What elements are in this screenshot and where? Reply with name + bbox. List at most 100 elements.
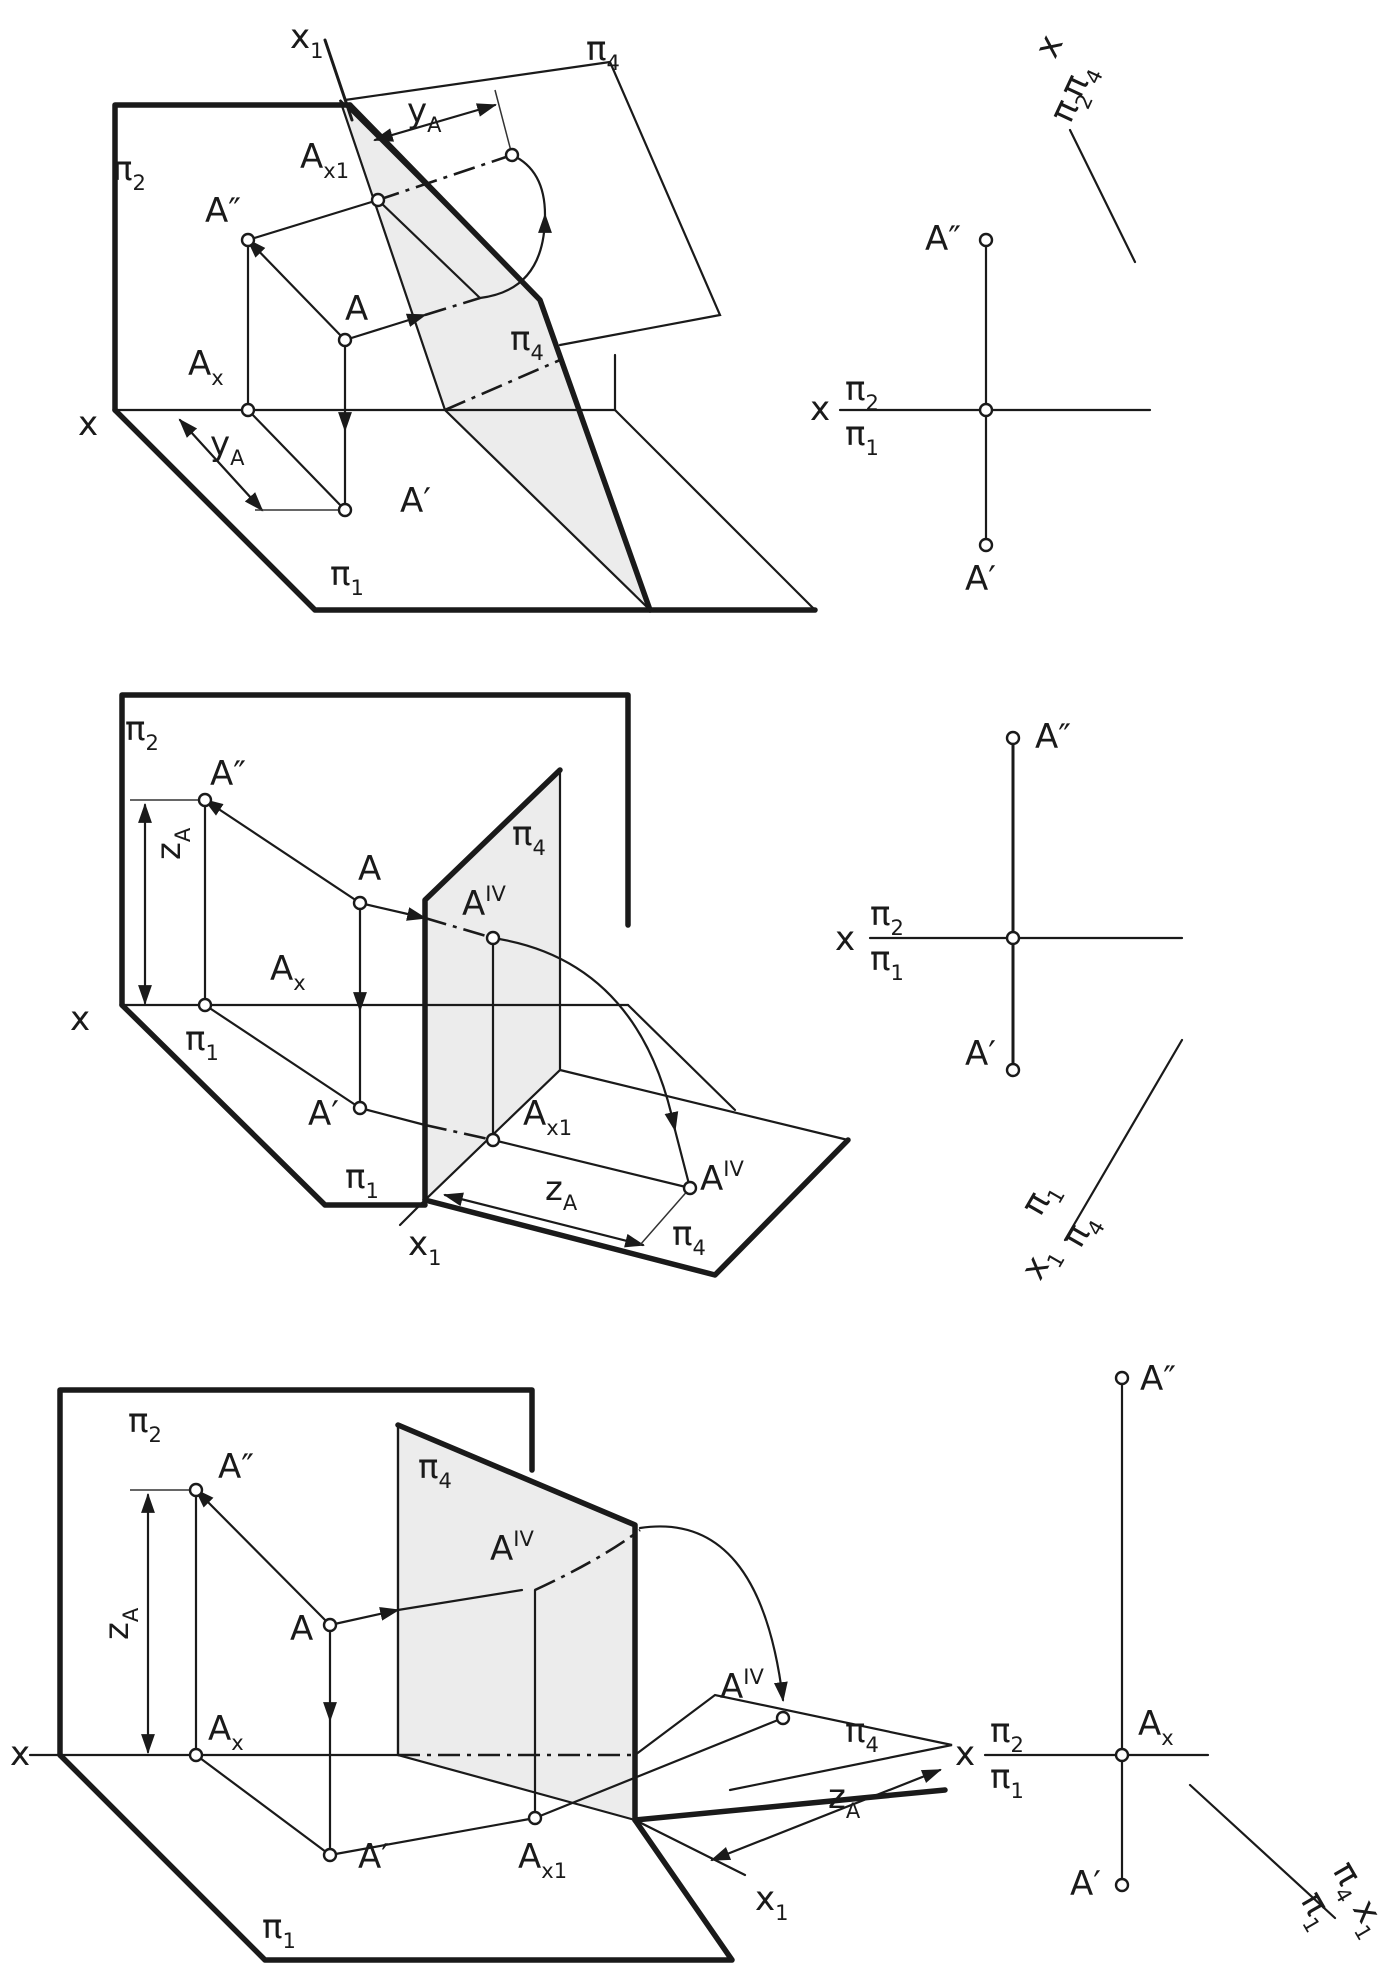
label-pi1: π1	[330, 554, 364, 600]
label-pi2: π2	[125, 709, 159, 755]
label-a1: A′	[308, 1094, 339, 1134]
rotation-arc-3-hidden	[534, 1528, 641, 1592]
point-a4-on-plane	[485, 930, 501, 946]
epure-2-point-ax	[1005, 930, 1021, 946]
label-a2: A″	[210, 754, 246, 794]
rotation-arc-2	[491, 936, 679, 1132]
epure-2-label-a2: A″	[1035, 717, 1071, 757]
ax1-to-a4-line	[377, 153, 513, 202]
point-a2	[240, 232, 256, 248]
epure-3-label-a1: A′	[1070, 1864, 1101, 1904]
label-a2: A″	[218, 1447, 254, 1487]
label-pi4-mid: π4	[510, 319, 544, 365]
point-ax	[188, 1747, 204, 1763]
ax-to-a1-line	[203, 1003, 362, 1110]
plane-pi1-front-edge	[57, 1752, 735, 1963]
label-ax1: Ax1	[300, 137, 349, 183]
plane-pi1-right-edge	[626, 1003, 737, 1112]
label-a4: AIV	[462, 882, 506, 924]
point-a1	[337, 502, 353, 518]
a-to-pi4-projector	[358, 901, 427, 921]
epure-1-label-pi1: π1	[845, 414, 879, 460]
plane-pi4-trace-thick	[347, 102, 653, 613]
label-x-axis: x	[70, 999, 90, 1039]
point-a4-rotated	[682, 1180, 698, 1196]
panel-1-spatial-view: x1 π4 yA π2 Ax1 A″ A π4 Ax x yA A′ π1	[78, 17, 818, 613]
epure-2-label-x1-rot: x1	[1013, 1237, 1070, 1289]
label-pi1: π1	[262, 1907, 296, 1953]
plane-pi2-outline	[119, 692, 631, 1008]
label-pi1-lower: π1	[345, 1157, 379, 1203]
a2-to-ax1-line	[246, 198, 380, 242]
label-zA-ground: zA	[545, 1169, 578, 1215]
epure-1-label-a2: A″	[925, 219, 961, 259]
point-a2	[197, 792, 213, 808]
plane-pi2-outline	[57, 1387, 535, 1758]
label-a: A	[290, 1609, 313, 1649]
axis-x1-line	[323, 38, 354, 122]
point-ax1	[485, 1132, 501, 1148]
label-pi2: π2	[112, 149, 146, 195]
epure-2-point-a2	[1005, 730, 1021, 746]
point-a	[322, 1617, 338, 1633]
epure-2-label-pi2: π2	[870, 894, 904, 940]
dimension-yA-top-ext	[494, 89, 513, 156]
epure-3-point-ax	[1114, 1747, 1130, 1763]
plane-pi4-outline	[343, 60, 722, 347]
epure-2-label-pi1-rot: π1	[1013, 1173, 1070, 1225]
axis-x1-stub	[398, 1198, 427, 1227]
label-pi4-top: π4	[512, 814, 546, 860]
point-ax1	[370, 192, 386, 208]
rotation-arc-3	[638, 1525, 788, 1702]
label-x-axis: x	[10, 1734, 30, 1774]
plane-pi4-ground	[633, 1693, 953, 1792]
label-ax1: Ax1	[518, 1837, 567, 1883]
panel-1-epure: A″ x π2 π1 A′ x π4 π2	[810, 29, 1152, 599]
ax1-to-pi4-line	[376, 198, 482, 300]
a-to-pi4-hidden	[424, 916, 494, 940]
a-to-a2-projector	[203, 798, 362, 905]
epure-2-label-a1: A′	[965, 1034, 996, 1074]
plane-pi4-shaded-section	[338, 99, 652, 611]
a-to-a4-line	[396, 1588, 524, 1612]
epure-1-label-a1: A′	[965, 559, 996, 599]
epure-3-label-x: x	[955, 1734, 975, 1774]
a-to-pi4-hidden	[424, 296, 481, 317]
rotation-arc-2-tail	[673, 1128, 692, 1190]
point-ax	[240, 402, 256, 418]
label-a4-rotated: AIV	[700, 1157, 744, 1199]
plane-pi4-thick-edge	[395, 1422, 638, 1823]
epure-1-label-pi2: π2	[845, 369, 879, 415]
epure-3-point-a2	[1114, 1370, 1130, 1386]
a1-to-ax1-hidden	[424, 1123, 494, 1142]
label-zA: zA	[149, 827, 195, 860]
rotation-arc-1b	[510, 153, 547, 217]
epure-2-label-pi1: π1	[870, 939, 904, 985]
epure-3-x1-axis	[1188, 1783, 1337, 1920]
label-x1-axis: x1	[290, 17, 324, 63]
point-a	[352, 895, 368, 911]
plane-pi2-outline	[112, 102, 353, 413]
a-to-a2-projector	[194, 1488, 332, 1627]
a-to-pi4-projector	[328, 1607, 400, 1627]
label-ax: Ax	[270, 949, 306, 995]
label-x1-axis: x1	[408, 1224, 442, 1270]
label-yA-top: yA	[407, 91, 442, 137]
label-pi4-ground: π4	[672, 1214, 706, 1260]
epure-1-label-x-top: x	[1027, 29, 1072, 64]
dimension-zA-ground	[710, 1768, 942, 1862]
label-ax1: Ax1	[523, 1094, 572, 1140]
point-a4-rotated	[775, 1710, 791, 1726]
label-x-axis: x	[78, 404, 98, 444]
point-ax	[197, 997, 213, 1013]
label-ax: Ax	[208, 1709, 244, 1755]
label-pi4-top: π4	[418, 1447, 452, 1493]
epure-1-point-a2	[978, 232, 994, 248]
epure-1-x1-axis	[1068, 128, 1137, 264]
label-a4: AIV	[490, 1527, 534, 1569]
point-a4	[504, 147, 520, 163]
epure-2-point-a1	[1005, 1062, 1021, 1078]
epure-2-x1-axis	[1063, 1038, 1184, 1242]
label-zA: zA	[97, 1607, 143, 1640]
